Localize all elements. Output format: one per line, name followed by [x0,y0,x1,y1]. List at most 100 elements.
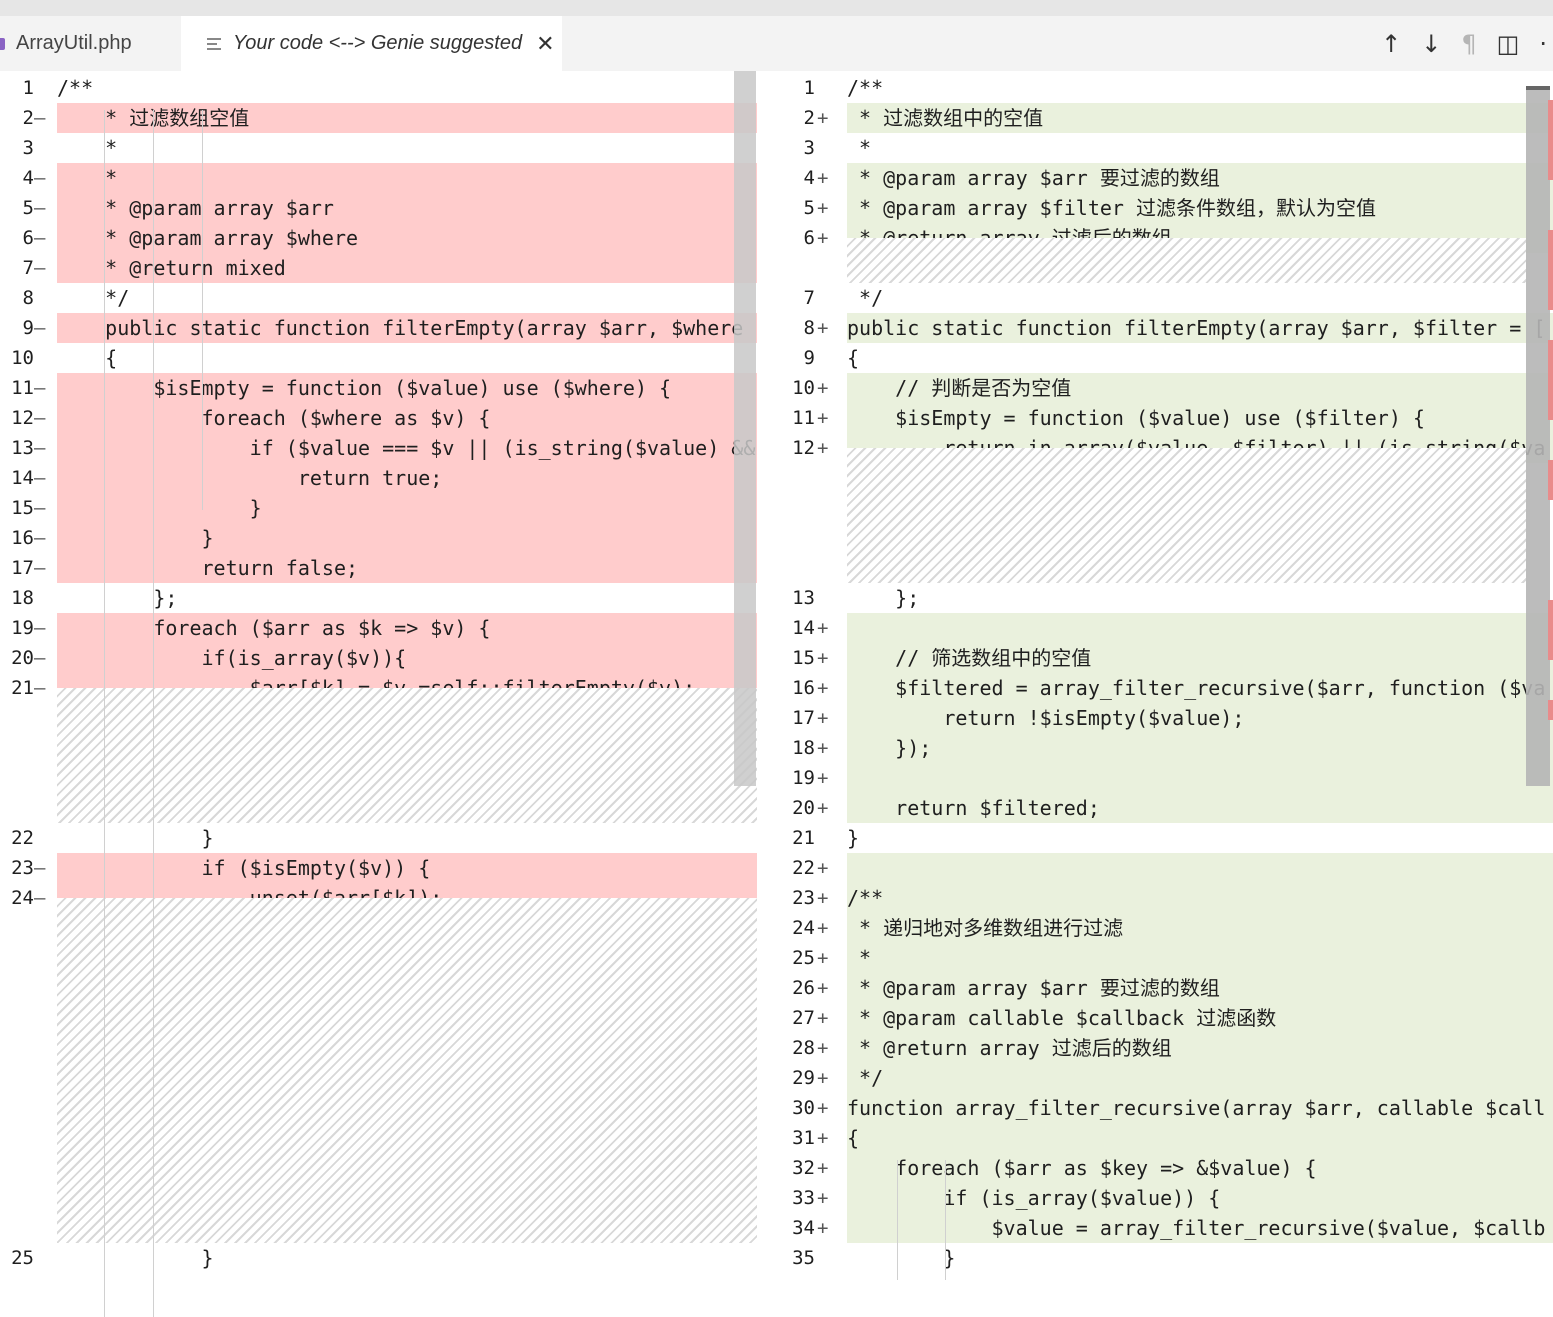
code-text[interactable]: return false; [57,553,757,583]
code-line[interactable]: 19+ [757,763,1553,793]
code-line[interactable]: 3 * [757,133,1553,163]
code-text[interactable]: // 筛选数组中的空值 [847,643,1553,673]
code-line[interactable]: 11— $isEmpty = function ($value) use ($w… [0,373,757,403]
code-text[interactable]: * 递归地对多维数组进行过滤 [847,913,1553,943]
code-text[interactable]: } [847,1246,956,1270]
code-line[interactable]: 32+ foreach ($arr as $key => &$value) { [757,1153,1553,1183]
code-text[interactable]: * 过滤数组空值 [57,103,757,133]
code-text[interactable]: }; [57,586,178,610]
code-line[interactable]: 26+ * @param array $arr 要过滤的数组 [757,973,1553,1003]
code-text[interactable]: } [847,826,860,850]
code-line[interactable]: 8 */ [0,283,757,313]
code-line[interactable]: 4+ * @param array $arr 要过滤的数组 [757,163,1553,193]
code-text[interactable]: * @param array $arr 要过滤的数组 [847,973,1553,1003]
code-line[interactable]: 5— * @param array $arr [0,193,757,223]
code-text[interactable]: * @param array $filter 过滤条件数组，默认为空值 [847,193,1553,223]
code-text[interactable]: $isEmpty = function ($value) use ($where… [57,373,757,403]
code-text[interactable]: return !$isEmpty($value); [847,703,1553,733]
code-line[interactable]: 23+/** [757,883,1553,913]
code-text[interactable] [847,613,1553,643]
code-text[interactable]: $isEmpty = function ($value) use ($filte… [847,403,1553,433]
code-line[interactable]: 33+ if (is_array($value)) { [757,1183,1553,1213]
code-text[interactable]: * [847,943,1553,973]
code-text[interactable]: * @param array $arr [57,193,757,223]
code-text[interactable]: } [57,493,757,523]
code-line[interactable]: 7 */ [757,283,1553,313]
code-text[interactable]: * [57,136,118,160]
code-text[interactable]: * @param callable $callback 过滤函数 [847,1003,1553,1033]
code-text[interactable]: return $filtered; [847,793,1553,823]
code-text[interactable] [847,763,1553,793]
code-line[interactable]: 17— return false; [0,553,757,583]
more-icon[interactable]: · [1539,29,1547,58]
code-line[interactable]: 25 } [0,1243,757,1273]
code-line[interactable]: 19— foreach ($arr as $k => $v) { [0,613,757,643]
code-line[interactable]: 16+ $filtered = array_filter_recursive($… [757,673,1553,703]
split-view-icon[interactable]: ◫ [1496,29,1520,58]
code-line[interactable]: 34+ $value = array_filter_recursive($val… [757,1213,1553,1243]
tab-diff[interactable]: Your code <--> Genie suggested ✕ [181,16,562,71]
code-line[interactable]: 18+ }); [757,733,1553,763]
code-line[interactable]: 10+ // 判断是否为空值 [757,373,1553,403]
code-text[interactable]: }; [847,586,920,610]
code-text[interactable]: function array_filter_recursive(array $a… [847,1093,1553,1123]
code-line[interactable]: 2— * 过滤数组空值 [0,103,757,133]
code-line[interactable]: 2+ * 过滤数组中的空值 [757,103,1553,133]
code-line[interactable]: 14— return true; [0,463,757,493]
code-line[interactable]: 22+ [757,853,1553,883]
code-line[interactable]: 23— if ($isEmpty($v)) { [0,853,757,883]
code-line[interactable]: 35 } [757,1243,1553,1273]
code-line[interactable]: 7— * @return mixed [0,253,757,283]
code-text[interactable] [847,853,1553,883]
left-scrollbar-thumb[interactable] [734,71,756,786]
code-text[interactable]: /** [57,76,94,100]
code-line[interactable]: 13— if ($value === $v || (is_string($val… [0,433,757,463]
code-line[interactable]: 24+ * 递归地对多维数组进行过滤 [757,913,1553,943]
code-text[interactable]: } [57,1246,214,1270]
code-line[interactable]: 15+ // 筛选数组中的空值 [757,643,1553,673]
code-text[interactable]: * @return mixed [57,253,757,283]
whitespace-icon[interactable]: ¶ [1461,29,1477,58]
code-line[interactable]: 20+ return $filtered; [757,793,1553,823]
code-line[interactable]: 14+ [757,613,1553,643]
code-line[interactable]: 21} [757,823,1553,853]
code-text[interactable]: // 判断是否为空值 [847,373,1553,403]
code-line[interactable]: 6— * @param array $where [0,223,757,253]
code-text[interactable]: if ($isEmpty($v)) { [57,853,757,883]
code-text[interactable]: if (is_array($value)) { [847,1183,1553,1213]
code-text[interactable]: * @param array $where [57,223,757,253]
code-line[interactable]: 1/** [0,73,757,103]
code-text[interactable]: */ [57,286,130,310]
next-change-icon[interactable]: ↓ [1421,29,1442,58]
code-line[interactable]: 16— } [0,523,757,553]
code-text[interactable]: foreach ($arr as $k => $v) { [57,613,757,643]
code-text[interactable]: { [847,1123,1553,1153]
code-text[interactable]: * @return array 过滤后的数组 [847,1033,1553,1063]
code-text[interactable]: $value = array_filter_recursive($value, … [847,1213,1553,1243]
code-text[interactable]: * [57,163,757,193]
code-line[interactable]: 3 * [0,133,757,163]
code-text[interactable]: if(is_array($v)){ [57,643,757,673]
code-text[interactable]: if ($value === $v || (is_string($value) … [57,433,757,463]
code-text[interactable]: * 过滤数组中的空值 [847,103,1553,133]
code-line[interactable]: 5+ * @param array $filter 过滤条件数组，默认为空值 [757,193,1553,223]
code-line[interactable]: 1/** [757,73,1553,103]
previous-change-icon[interactable]: ↑ [1381,29,1402,58]
code-line[interactable]: 15— } [0,493,757,523]
code-text[interactable]: { [57,346,118,370]
code-line[interactable]: 12— foreach ($where as $v) { [0,403,757,433]
code-text[interactable]: foreach ($where as $v) { [57,403,757,433]
code-text[interactable]: */ [847,1063,1553,1093]
code-text[interactable]: * [847,136,872,160]
tab-arrayutil[interactable]: ArrayUtil.php [0,16,180,71]
code-line[interactable]: 29+ */ [757,1063,1553,1093]
right-scrollbar-thumb[interactable] [1526,86,1550,786]
code-line[interactable]: 17+ return !$isEmpty($value); [757,703,1553,733]
code-line[interactable]: 30+function array_filter_recursive(array… [757,1093,1553,1123]
code-line[interactable]: 22 } [0,823,757,853]
code-line[interactable]: 18 }; [0,583,757,613]
code-line[interactable]: 27+ * @param callable $callback 过滤函数 [757,1003,1553,1033]
code-line[interactable]: 10 { [0,343,757,373]
